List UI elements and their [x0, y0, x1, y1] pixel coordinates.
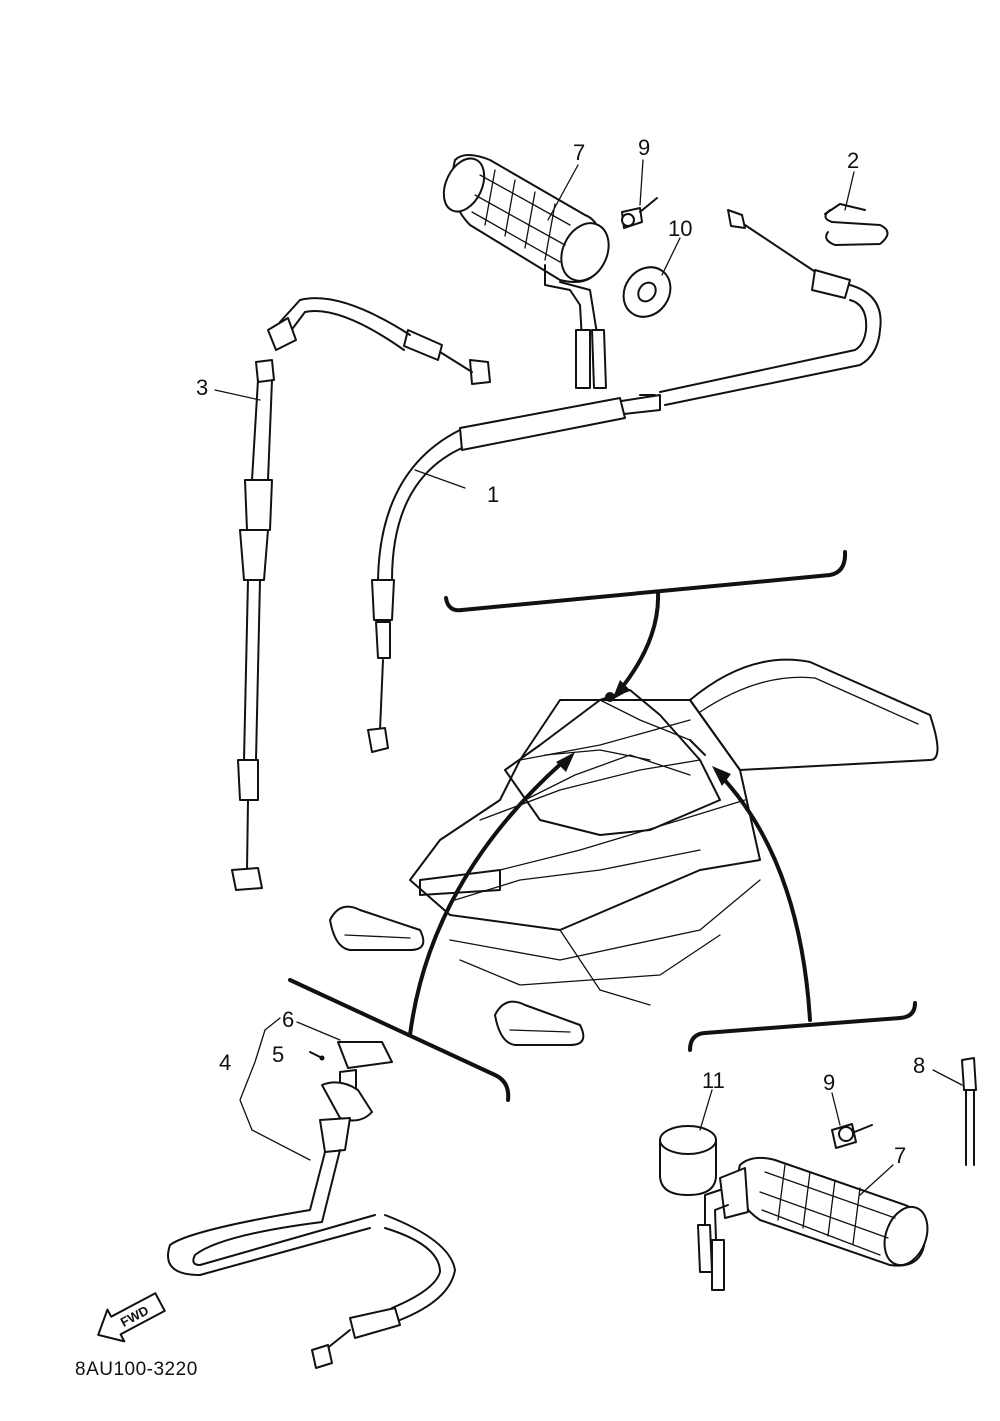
snowmobile-body [329, 658, 939, 1046]
fwd-arrow-icon: FWD [97, 1292, 166, 1343]
lower-left-bracket [288, 752, 575, 1102]
grip-bottom [697, 1156, 929, 1291]
cable-tie [961, 1057, 977, 1166]
callout-8: 8 [913, 1053, 925, 1078]
washer [622, 266, 672, 318]
callout-5: 5 [272, 1042, 284, 1067]
callout-7-top: 7 [573, 140, 585, 165]
lower-right-bracket [688, 766, 917, 1052]
callout-7-bottom: 7 [894, 1143, 906, 1168]
screw-bottom [831, 1123, 873, 1149]
callout-1: 1 [487, 482, 499, 507]
callout-9-top: 9 [638, 135, 650, 160]
end-cap [659, 1125, 717, 1196]
leader-lines [214, 159, 963, 1196]
callout-labels: 1 2 3 4 5 6 7 7 8 9 9 10 11 [196, 135, 925, 1168]
callout-9-bottom: 9 [823, 1070, 835, 1095]
speedo-cable [167, 1041, 456, 1369]
screw-top [621, 197, 658, 229]
callout-11: 11 [702, 1068, 725, 1093]
throttle-cable [367, 209, 882, 753]
clip [824, 203, 889, 246]
drawing-code: 8AU100-3220 [75, 1359, 198, 1380]
callout-3: 3 [196, 375, 208, 400]
callout-2: 2 [847, 148, 859, 173]
callout-4: 4 [219, 1050, 231, 1075]
grip-top [442, 154, 610, 389]
upper-bracket [444, 550, 848, 700]
callout-10: 10 [668, 216, 692, 241]
bracket-4 [239, 1017, 311, 1161]
brake-cable [231, 297, 491, 891]
callout-6: 6 [282, 1007, 294, 1032]
